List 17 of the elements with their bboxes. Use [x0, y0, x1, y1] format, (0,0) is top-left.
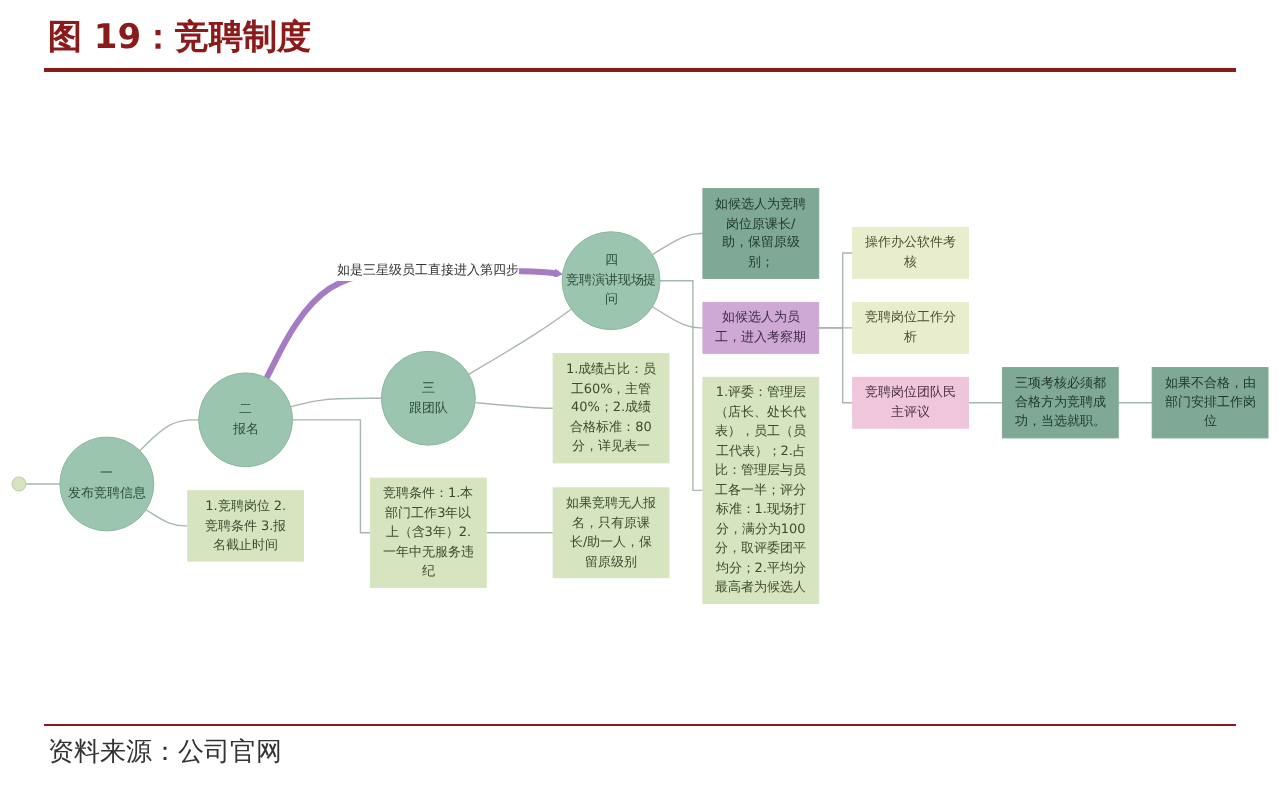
connector: [651, 306, 704, 329]
node-circle: [11, 476, 27, 492]
connector: [139, 419, 200, 452]
connector: [485, 532, 554, 534]
connector: [474, 401, 554, 409]
connector: [1117, 402, 1153, 404]
connector: [290, 397, 383, 408]
connector: [967, 402, 1004, 404]
connector: [145, 509, 189, 527]
connector: [291, 419, 372, 534]
source-note: 资料来源：公司官网: [48, 736, 282, 772]
connector: [651, 232, 704, 256]
connector: [468, 308, 572, 376]
connector: [25, 483, 61, 485]
connector: [818, 327, 854, 404]
connector: [659, 280, 704, 492]
figure-title: 图 19：竞聘制度: [48, 16, 312, 60]
